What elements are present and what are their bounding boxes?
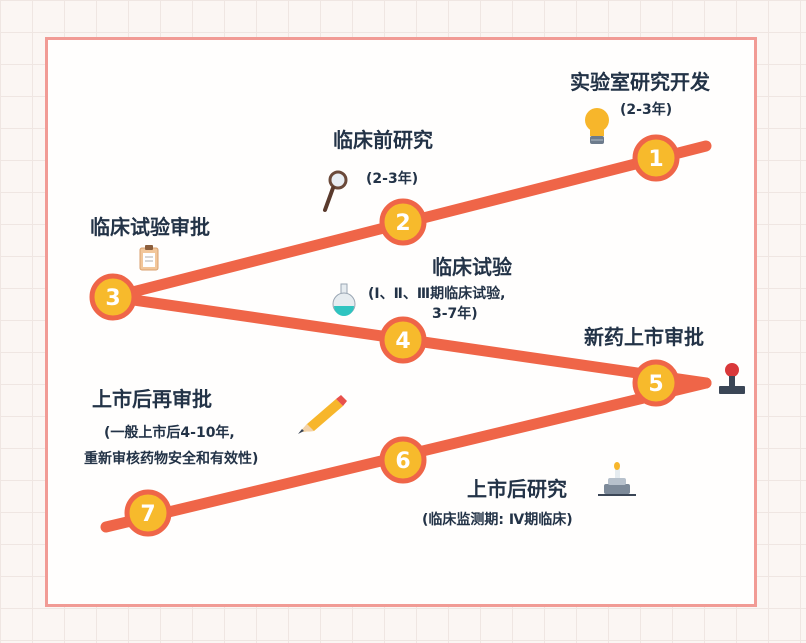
node-4-number: 4	[395, 329, 410, 354]
node-4: 4	[379, 316, 427, 364]
node-6: 6	[379, 436, 427, 484]
node-2: 2	[379, 198, 427, 246]
node-1-number: 1	[648, 147, 663, 172]
node-3: 3	[89, 273, 137, 321]
step-6-detail: (临床监测期: Ⅳ期临床)	[422, 512, 573, 528]
node-7: 7	[124, 489, 172, 537]
flask-icon	[332, 283, 356, 316]
stamp-icon	[719, 363, 745, 394]
clipboard-icon	[139, 245, 159, 271]
node-5: 5	[632, 359, 680, 407]
step-6-title: 上市后研究	[467, 477, 567, 501]
step-4-title: 临床试验	[432, 255, 512, 279]
step-1-title: 实验室研究开发	[570, 70, 710, 94]
step-7-title: 上市后再审批	[92, 387, 212, 411]
node-5-number: 5	[648, 372, 663, 397]
node-3-number: 3	[105, 286, 120, 311]
node-2-number: 2	[395, 211, 410, 236]
node-7-number: 7	[140, 502, 155, 527]
lightbulb-icon	[585, 108, 609, 144]
step-7-detail-line2: 重新审核药物安全和有效性)	[84, 451, 259, 467]
node-6-number: 6	[395, 449, 410, 474]
step-2-detail: (2-3年)	[366, 171, 419, 187]
microscope-icon	[598, 462, 636, 496]
step-2-title: 临床前研究	[333, 128, 433, 152]
node-1: 1	[632, 134, 680, 182]
step-7-detail-line1: (一般上市后4-10年,	[104, 425, 235, 441]
step-4-detail-line2: 3-7年)	[432, 306, 478, 322]
step-3-title: 临床试验审批	[90, 215, 210, 239]
step-5-title: 新药上市审批	[584, 325, 704, 349]
step-1-detail: (2-3年)	[620, 102, 673, 118]
step-4-detail-line1: (Ⅰ、Ⅱ、Ⅲ期临床试验,	[368, 286, 506, 302]
pencil-icon	[298, 395, 347, 434]
magnifier-icon	[323, 170, 348, 212]
